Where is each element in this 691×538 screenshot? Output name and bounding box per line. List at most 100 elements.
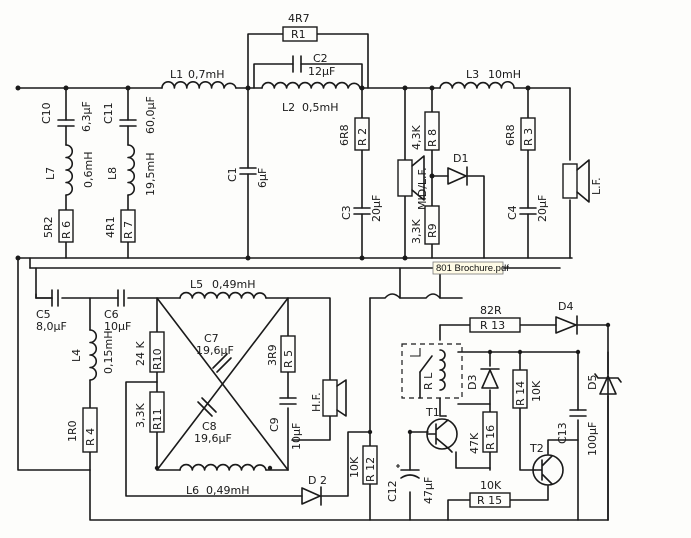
inductor-l8 bbox=[127, 144, 136, 196]
capacitor-c9 bbox=[279, 397, 297, 405]
c5-label: C5 bbox=[36, 308, 51, 321]
r9-label: R9 bbox=[426, 223, 439, 238]
c9-value: 10µF bbox=[290, 423, 303, 450]
c12-value: 47µF bbox=[422, 477, 435, 504]
diode-d4 bbox=[555, 315, 578, 335]
l6-value: 0,49mH bbox=[206, 484, 249, 497]
capacitor-c1 bbox=[239, 167, 257, 175]
c8-value: 19,6µF bbox=[194, 432, 232, 445]
c13-value: 100µF bbox=[586, 422, 599, 456]
c11-label: C11 bbox=[102, 102, 115, 124]
r16-label: R 16 bbox=[484, 425, 497, 450]
inductor-l4 bbox=[89, 329, 98, 381]
resistor-r1 bbox=[282, 26, 318, 42]
capacitor-c11 bbox=[119, 119, 137, 127]
r10-value: 24 K bbox=[134, 341, 147, 366]
d4-label: D4 bbox=[558, 300, 573, 313]
c3-label: C3 bbox=[340, 205, 353, 220]
r15-label: R 15 bbox=[477, 494, 502, 507]
capacitor-c13 bbox=[569, 409, 587, 417]
l2-label: L2 bbox=[282, 101, 295, 114]
c2-label: C2 bbox=[313, 52, 328, 65]
l5-label: L5 bbox=[190, 278, 203, 291]
r7-label: R 7 bbox=[122, 221, 135, 239]
diode-d1 bbox=[447, 166, 468, 186]
l2-value: 0,5mH bbox=[302, 101, 338, 114]
resistor-r6 bbox=[58, 209, 74, 243]
r1-value: 4R7 bbox=[288, 12, 310, 25]
inductor-l5 bbox=[179, 291, 267, 299]
inductor-l7 bbox=[65, 144, 74, 196]
l5-value: 0,49mH bbox=[212, 278, 255, 291]
rl-label: R L bbox=[422, 372, 435, 390]
l4-label: L4 bbox=[70, 349, 83, 362]
r4-label: R 4 bbox=[84, 428, 97, 446]
l4-value: 0,15mH bbox=[102, 331, 115, 374]
speaker-hf bbox=[322, 379, 347, 417]
r11-label: R11 bbox=[151, 408, 164, 430]
capacitor-c2 bbox=[292, 55, 302, 73]
r7-value: 4R1 bbox=[104, 216, 117, 238]
hf-label: H.F. bbox=[310, 392, 323, 412]
c10-label: C10 bbox=[40, 102, 53, 124]
r5-label: R 5 bbox=[282, 350, 295, 368]
r11-value: 3,3K bbox=[134, 403, 147, 428]
d2-label: D 2 bbox=[308, 474, 327, 487]
inductor-l6 bbox=[179, 463, 267, 471]
resistor-r10 bbox=[149, 331, 165, 373]
c10-value: 6,3µF bbox=[80, 101, 93, 132]
capacitor-c3 bbox=[353, 207, 371, 215]
c3-value: 20µF bbox=[370, 195, 383, 222]
inductor-l1 bbox=[161, 81, 237, 89]
l8-value: 19,5mH bbox=[144, 153, 157, 196]
r14-label: R 14 bbox=[514, 381, 527, 406]
r14-value: 10K bbox=[530, 380, 543, 402]
diode-d5 bbox=[594, 373, 622, 395]
lf-label: L.F. bbox=[590, 177, 603, 195]
capacitor-c12 bbox=[396, 464, 420, 479]
r13-label: R 13 bbox=[480, 319, 505, 332]
r10-label: R10 bbox=[151, 348, 164, 370]
l6-label: L6 bbox=[186, 484, 199, 497]
resistor-r5 bbox=[280, 335, 296, 373]
r1-label: R1 bbox=[291, 28, 306, 41]
d5-label: D5 bbox=[586, 375, 599, 390]
resistor-r8 bbox=[424, 111, 440, 151]
r12-label: R 12 bbox=[364, 457, 377, 482]
speaker-lf bbox=[562, 159, 590, 203]
r6-value: 5R2 bbox=[42, 216, 55, 238]
r13-value: 82R bbox=[480, 304, 502, 317]
c12-label: C12 bbox=[386, 480, 399, 502]
resistor-r12 bbox=[362, 445, 378, 485]
r9-value: 3,3K bbox=[410, 219, 423, 244]
r3-value: 6R8 bbox=[504, 124, 517, 146]
r8-label: R 8 bbox=[426, 129, 439, 147]
diode-d3 bbox=[480, 368, 500, 389]
resistor-r15 bbox=[469, 492, 511, 508]
relay-rl bbox=[401, 343, 463, 399]
l3-label: L3 bbox=[466, 68, 479, 81]
c1-label: C1 bbox=[226, 167, 239, 182]
l3-value: 10mH bbox=[488, 68, 521, 81]
c6-value: 10µF bbox=[104, 320, 131, 333]
r8-value: 4,3K bbox=[410, 125, 423, 150]
inductor-l2 bbox=[261, 81, 361, 89]
resistor-r2 bbox=[354, 117, 370, 151]
l1-value: 0,7mH bbox=[188, 68, 224, 81]
c11-value: 60,0µF bbox=[144, 96, 157, 134]
bottom-wiring bbox=[17, 257, 609, 521]
r4-value: 1R0 bbox=[66, 420, 79, 442]
c5-value: 8,0µF bbox=[36, 320, 67, 333]
c4-value: 20µF bbox=[536, 195, 549, 222]
c13-label: C13 bbox=[556, 422, 569, 444]
r5-value: 3R9 bbox=[266, 344, 279, 366]
c2-value: 12µF bbox=[308, 65, 335, 78]
resistor-r9 bbox=[424, 205, 440, 245]
l7-value: 0,6mH bbox=[82, 152, 95, 188]
inductor-l3 bbox=[439, 80, 515, 89]
t2-label: T2 bbox=[529, 442, 544, 455]
resistor-r4 bbox=[82, 407, 98, 453]
r6-label: R 6 bbox=[60, 221, 73, 239]
r2-value: 6R8 bbox=[338, 124, 351, 146]
